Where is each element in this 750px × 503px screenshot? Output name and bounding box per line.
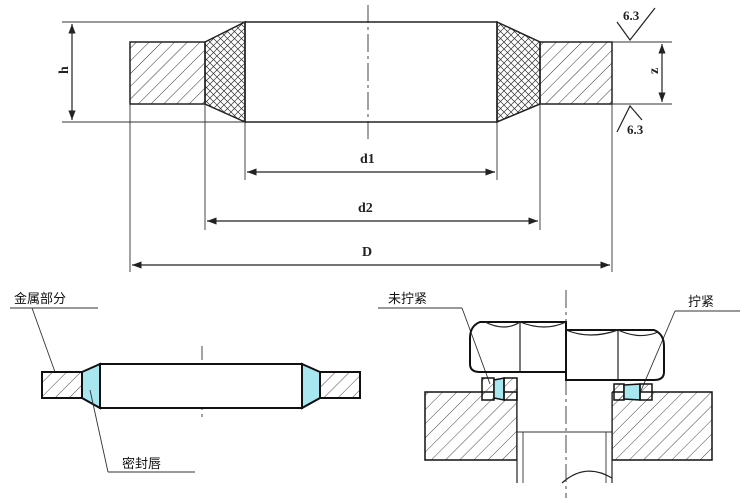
gasket-side-view: 金属部分 密封唇 (10, 291, 361, 473)
flange-right (611, 391, 713, 461)
gasket-tightened (613, 383, 653, 401)
label-tightened: 拧紧 (688, 295, 714, 310)
top-section-view: h z 6.3 6.3 d1 d2 D (57, 5, 672, 272)
bolt-assembly-view: 未拧紧 拧紧 (378, 290, 740, 498)
label-metal-part: 金属部分 (14, 291, 66, 307)
roughness-symbol-top: 6.3 (616, 7, 656, 41)
flange-left (424, 391, 518, 461)
lip-left (81, 362, 101, 410)
metal-left (41, 371, 83, 399)
dim-label-h: h (57, 66, 72, 74)
inner-body-top (244, 21, 498, 123)
lip-left-top (204, 20, 246, 124)
svg-text:6.3: 6.3 (627, 122, 644, 137)
roughness-symbol-bottom: 6.3 (616, 104, 644, 137)
dim-label-D: D (362, 245, 372, 260)
label-sealing-lip: 密封唇 (122, 456, 161, 472)
gasket-untightened (481, 377, 518, 401)
dim-label-z: z (647, 68, 662, 74)
lip-right (301, 362, 321, 410)
lip-right-top (496, 20, 541, 124)
nut-tightened (565, 329, 665, 381)
dim-label-d1: d1 (360, 152, 375, 167)
svg-text:6.3: 6.3 (623, 8, 640, 23)
bolt-shaft (517, 378, 612, 483)
dim-label-d2: d2 (358, 201, 373, 216)
metal-left-top (129, 41, 206, 105)
metal-right-top (539, 41, 613, 105)
gasket-body (99, 363, 303, 409)
nut-untightened (469, 321, 567, 373)
metal-right (319, 371, 361, 399)
leader-metal (31, 307, 56, 373)
leader-lip (89, 389, 109, 473)
label-untightened: 未拧紧 (388, 292, 427, 307)
